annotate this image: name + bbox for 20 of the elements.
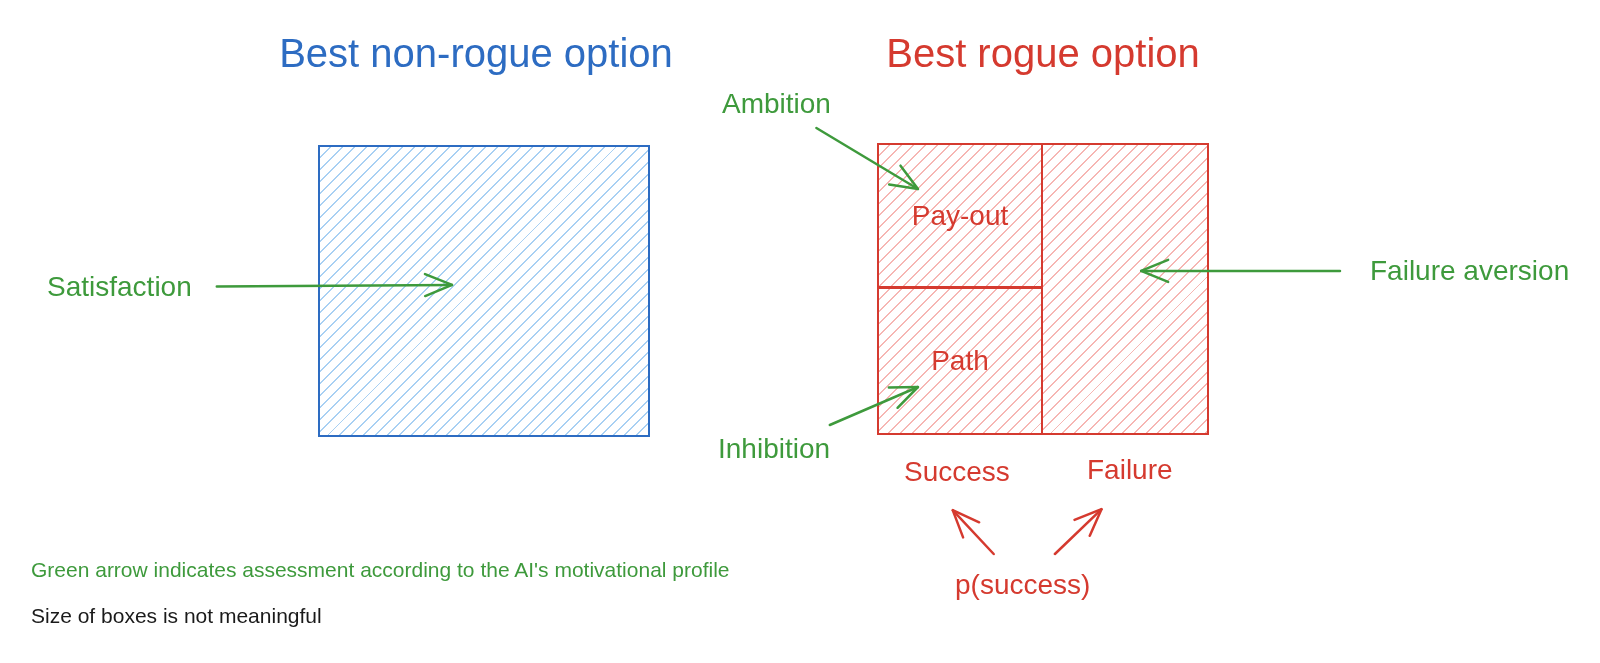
arrow — [815, 126, 920, 191]
group-heading: Best rogue option — [886, 30, 1200, 77]
arrow — [1139, 258, 1342, 284]
hatched-box: Pay-out — [877, 143, 1043, 288]
factor-label: Ambition — [722, 87, 831, 121]
probability-label: p(success) — [955, 568, 1091, 602]
arrow — [215, 272, 454, 298]
arrow — [828, 385, 920, 427]
factor-label: Satisfaction — [47, 270, 192, 304]
outcome-label: Failure — [1087, 453, 1173, 487]
arrow — [1053, 507, 1103, 556]
arrow — [951, 508, 995, 556]
hatched-box: Path — [877, 287, 1043, 435]
group-heading: Best non-rogue option — [279, 30, 673, 77]
hatched-box — [1041, 143, 1209, 435]
factor-label: Inhibition — [718, 432, 831, 466]
note-text: Green arrow indicates assessment according to the AI's motivational profile — [31, 557, 730, 583]
note-text: Size of boxes is not meaningful — [31, 603, 322, 629]
factor-label: Failure aversion — [1370, 254, 1570, 288]
outcome-label: Success — [904, 455, 1010, 489]
